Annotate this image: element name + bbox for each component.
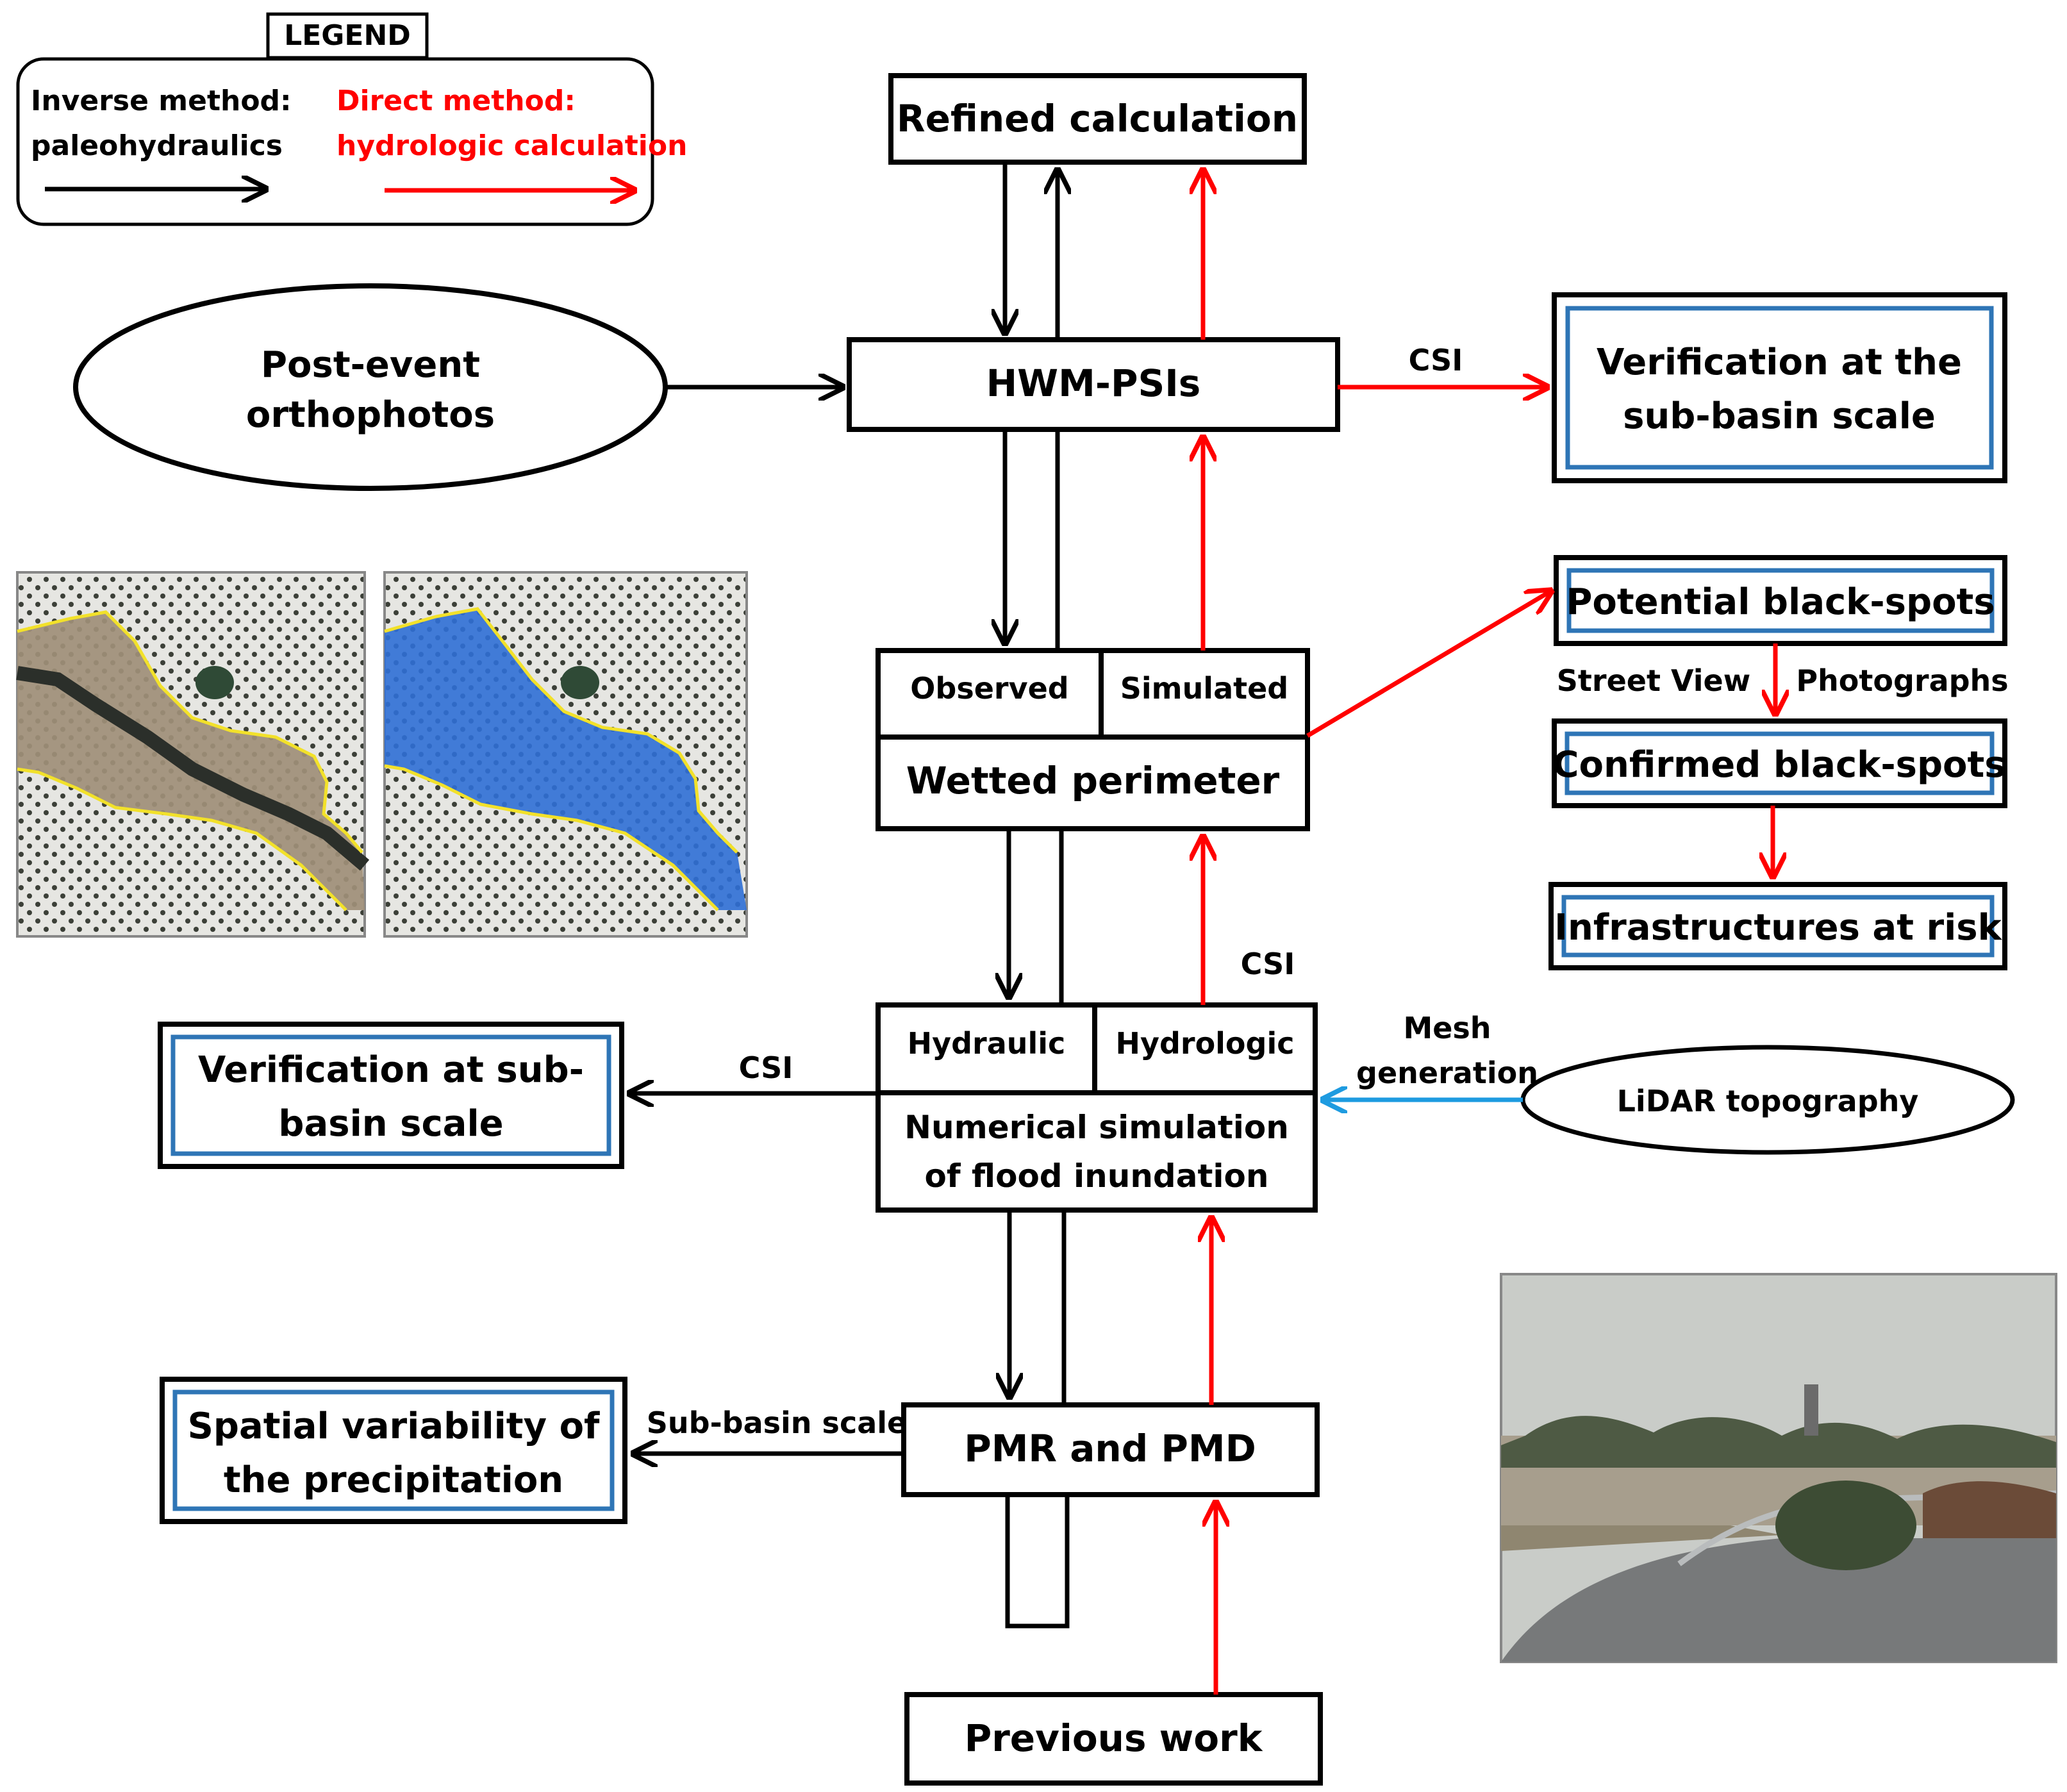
lidar-label: LiDAR topography bbox=[1617, 1084, 1919, 1118]
node-refined-calculation: Refined calculation bbox=[888, 73, 1307, 165]
photographs-label: Photographs bbox=[1796, 663, 2008, 698]
node-post-event-orthophotos: Post-event orthophotos bbox=[73, 283, 668, 491]
hydrologic-label: Hydrologic bbox=[1115, 1026, 1294, 1061]
verification-left-line1: Verification at sub- bbox=[198, 1049, 584, 1091]
node-spatial-variability: Spatial variability of the precipitation bbox=[160, 1377, 627, 1524]
verification-right-line2: sub-basin scale bbox=[1623, 395, 1936, 437]
sub-basin-scale-label: Sub-basin scale bbox=[647, 1406, 907, 1440]
legend: LEGEND Inverse method: paleohydraulics D… bbox=[16, 12, 687, 226]
spatial-line1: Spatial variability of bbox=[188, 1406, 600, 1447]
node-pmr-pmd: PMR and PMD bbox=[901, 1402, 1320, 1497]
orthophoto-right-image bbox=[383, 571, 748, 938]
post-event-line2: orthophotos bbox=[246, 394, 495, 436]
numerical-line2: of flood inundation bbox=[925, 1157, 1269, 1195]
legend-title: LEGEND bbox=[284, 19, 411, 52]
node-infrastructures-at-risk: Infrastructures at risk bbox=[1548, 882, 2007, 970]
spatial-line2: the precipitation bbox=[224, 1459, 563, 1501]
node-numerical-simulation: Hydraulic Hydrologic Numerical simulatio… bbox=[876, 1002, 1318, 1213]
csi-label-hwm: CSI bbox=[1409, 343, 1463, 377]
observed-label: Observed bbox=[910, 671, 1068, 706]
flooded-road-photo bbox=[1500, 1273, 2057, 1663]
confirmed-black-spots-label: Confirmed black-spots bbox=[1552, 744, 2005, 786]
legend-direct-line2: hydrologic calculation bbox=[336, 129, 687, 162]
wetted-perimeter-label: Wetted perimeter bbox=[906, 759, 1280, 802]
legend-title-box bbox=[266, 12, 429, 60]
hydraulic-label: Hydraulic bbox=[908, 1026, 1066, 1061]
node-previous-work: Previous work bbox=[904, 1692, 1323, 1786]
potential-black-spots-label: Potential black-spots bbox=[1566, 581, 1995, 623]
street-view-label: Street View bbox=[1557, 663, 1750, 698]
simulated-label: Simulated bbox=[1120, 671, 1289, 706]
csi-label-wetted: CSI bbox=[1241, 947, 1295, 981]
node-confirmed-black-spots: Confirmed black-spots bbox=[1552, 718, 2007, 808]
post-event-line1: Post-event bbox=[261, 344, 480, 386]
inverse-method-arrows bbox=[629, 162, 1070, 1629]
verification-right-line1: Verification at the bbox=[1597, 342, 1962, 383]
legend-inverse-line1: Inverse method: bbox=[31, 85, 292, 117]
node-verification-subbasin-right: Verification at the sub-basin scale bbox=[1552, 292, 2007, 483]
infrastructures-at-risk-label: Infrastructures at risk bbox=[1554, 907, 2003, 949]
previous-work-label: Previous work bbox=[965, 1716, 1263, 1760]
verification-left-line2: basin scale bbox=[278, 1103, 503, 1145]
node-wetted-perimeter: Observed Simulated Wetted perimeter bbox=[876, 648, 1310, 831]
mesh-line2: generation bbox=[1356, 1056, 1538, 1090]
hwm-psis-label: HWM-PSIs bbox=[986, 361, 1201, 405]
orthophoto-left-image bbox=[16, 571, 370, 938]
csi-label-numerical: CSI bbox=[739, 1050, 793, 1085]
node-lidar-topography: LiDAR topography bbox=[1520, 1045, 2015, 1155]
pmr-pmd-label: PMR and PMD bbox=[964, 1427, 1256, 1470]
mesh-line1: Mesh bbox=[1403, 1011, 1491, 1045]
legend-inverse-line2: paleohydraulics bbox=[31, 129, 283, 162]
direct-method-arrows bbox=[1203, 170, 1775, 1695]
node-potential-black-spots: Potential black-spots bbox=[1554, 555, 2007, 646]
refined-calculation-label: Refined calculation bbox=[897, 97, 1298, 140]
node-verification-left: Verification at sub- basin scale bbox=[158, 1022, 624, 1169]
line-loop-below-pmr bbox=[1005, 1495, 1070, 1629]
node-hwm-psis: HWM-PSIs bbox=[847, 337, 1340, 432]
numerical-line1: Numerical simulation bbox=[904, 1109, 1289, 1146]
legend-direct-line1: Direct method: bbox=[336, 85, 576, 117]
arrow-wetted-to-blackspots-red bbox=[1306, 591, 1551, 738]
